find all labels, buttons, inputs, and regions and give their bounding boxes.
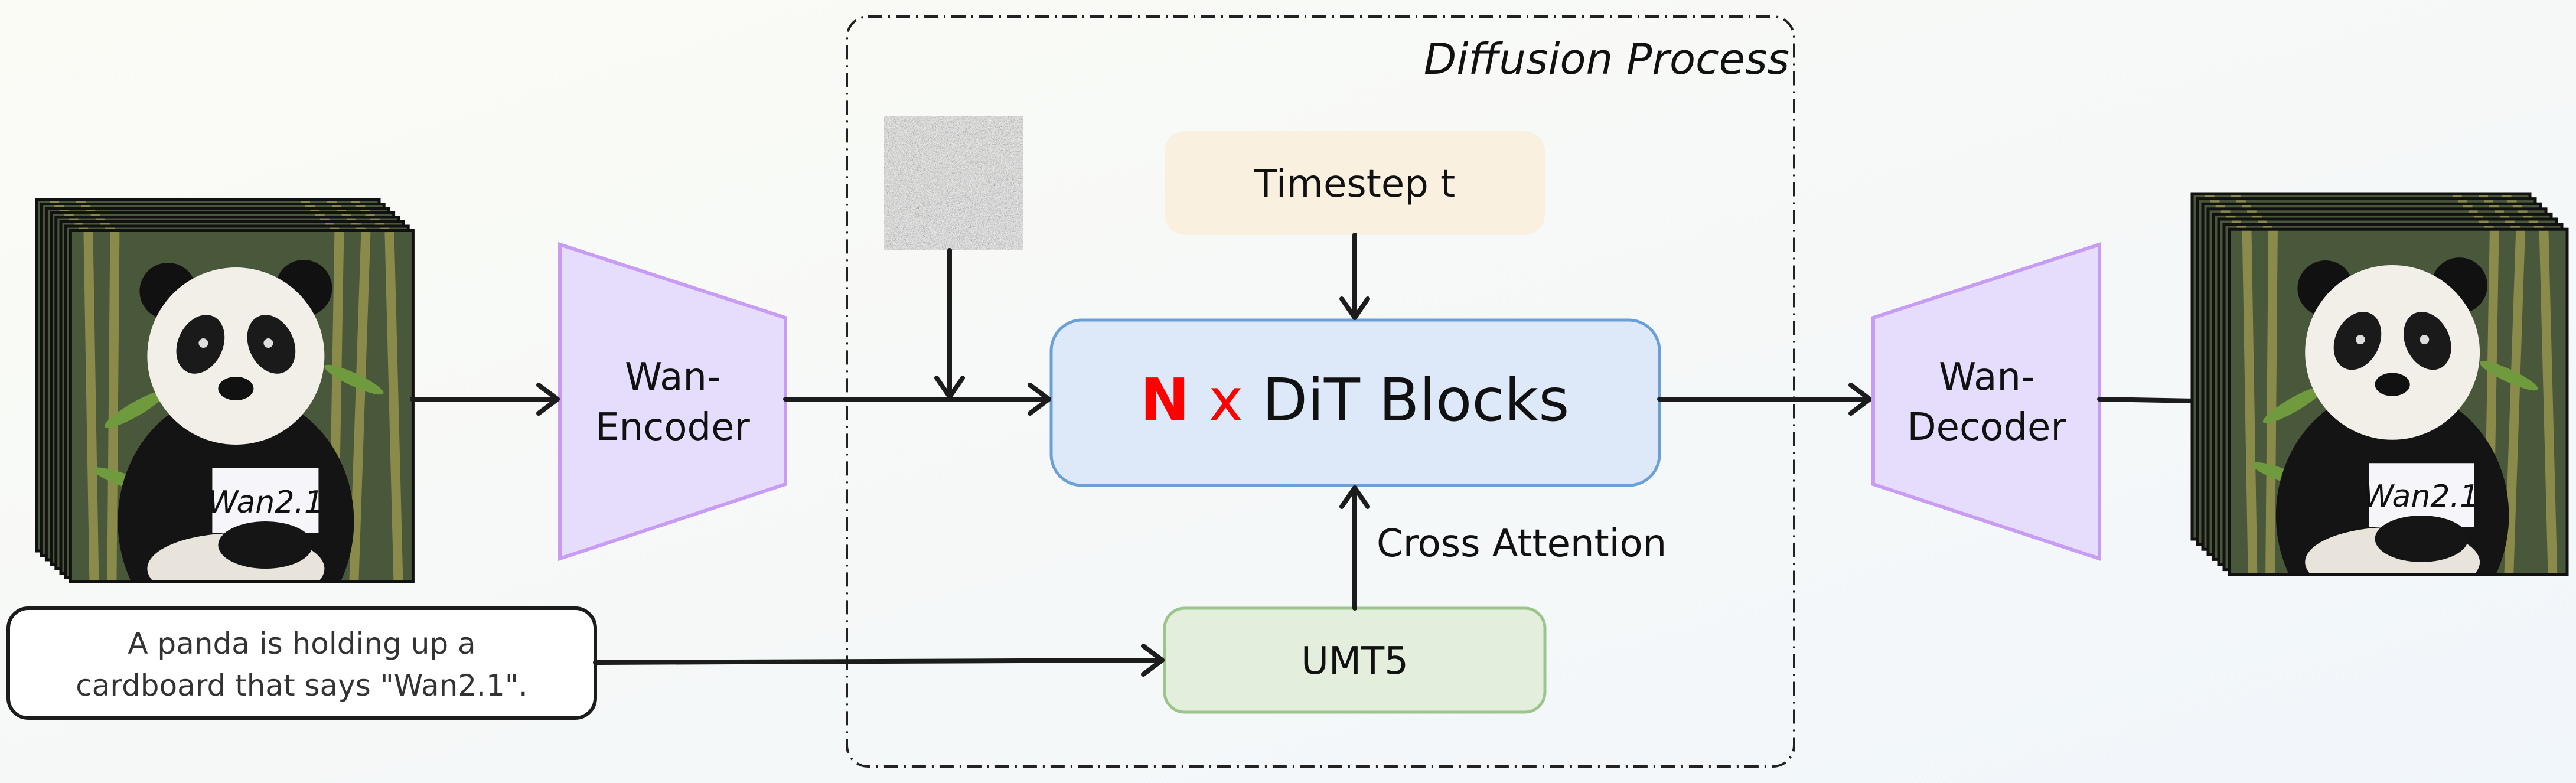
prompt-line2: cardboard that says "Wan2.1". (76, 668, 527, 703)
timestep-label: Timestep t (1254, 162, 1456, 206)
arrow-timestep-to-dit (1339, 233, 1370, 320)
arrow-frames-to-encoder (410, 383, 560, 416)
dit-label: DiT Blocks (1262, 366, 1569, 435)
arrow-encoder-to-dit (783, 383, 1051, 416)
decoder-label-line1: Wan- (1939, 355, 2034, 399)
decoder-label-line2: Decoder (1907, 406, 2066, 449)
dit-n: N (1140, 366, 1190, 435)
umt5-label: UMT5 (1301, 640, 1408, 683)
prompt-line1: A panda is holding up a (128, 627, 475, 661)
arrow-dit-to-decoder (1657, 383, 1872, 416)
dit-x: x (1208, 366, 1243, 435)
arrow-umt5-to-dit (1339, 485, 1370, 611)
cross-attention-label: Cross Attention (1377, 522, 1667, 566)
input-panda-sign-text: Wan2.1 (208, 485, 324, 520)
wan-decoder-block (1871, 242, 2101, 562)
arrow-prompt-to-umt5 (593, 644, 1165, 677)
output-video-frames (2190, 192, 2569, 576)
noise-latent-image (884, 116, 1023, 250)
frame-border (2228, 227, 2569, 576)
dit-blocks-label: N x DiT Blocks (1140, 366, 1570, 435)
encoder-label-line1: Wan- (625, 355, 720, 399)
timestep-box (1165, 131, 1545, 235)
video-frame (2228, 227, 2569, 576)
arrow-noise-to-main (934, 248, 965, 399)
video-frame (69, 229, 415, 583)
diffusion-process-title: Diffusion Process (1424, 34, 1789, 84)
diffusion-process-container (846, 15, 1795, 768)
encoder-label-line2: Encoder (595, 406, 750, 449)
frame-border (69, 229, 415, 583)
output-panda-sign-text: Wan2.1 (2363, 479, 2479, 514)
dit-blocks-box (1049, 318, 1661, 487)
input-video-frames (35, 198, 415, 583)
wan-encoder-block (558, 242, 787, 562)
